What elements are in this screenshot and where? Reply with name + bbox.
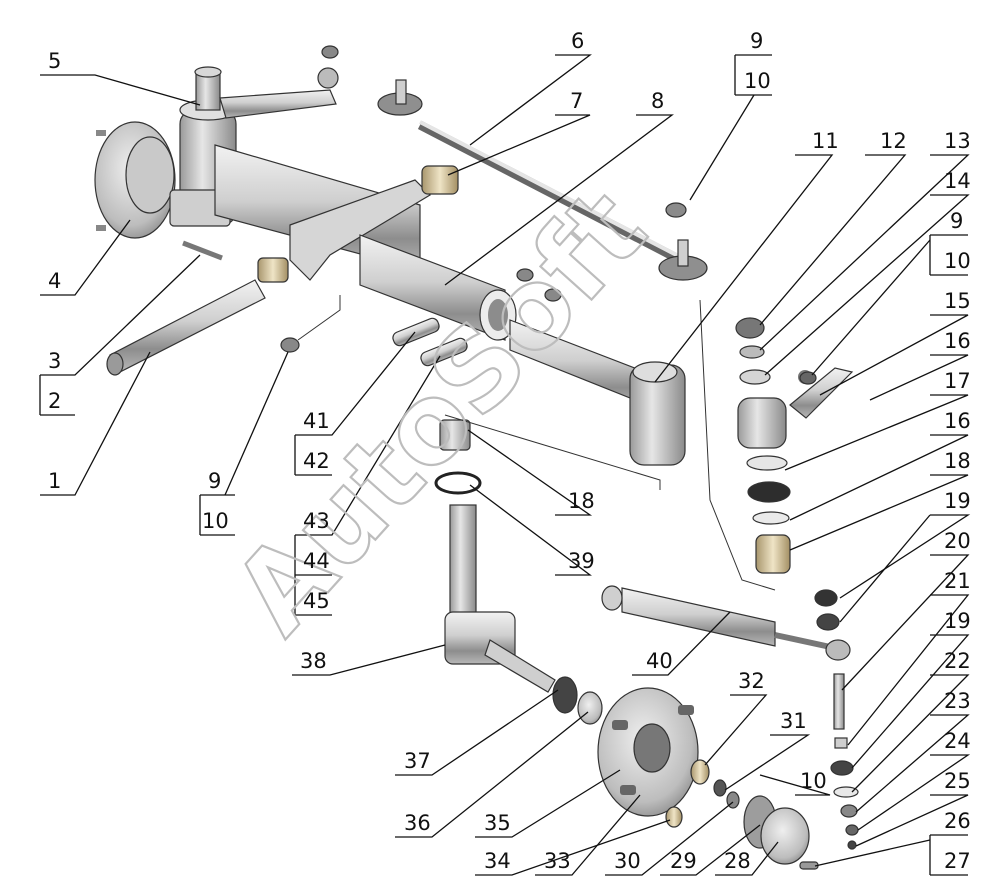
steering-knuckle xyxy=(434,419,556,693)
part-label-l39: 39 xyxy=(568,549,595,573)
part-label-l28: 28 xyxy=(724,849,751,873)
part-label-l36: 36 xyxy=(404,811,431,835)
hydraulic-cylinder xyxy=(601,585,851,661)
part-label-l23: 23 xyxy=(944,689,971,713)
watermark: AutoSoft xyxy=(209,165,670,657)
pin xyxy=(182,240,223,261)
wheel-hub xyxy=(597,687,699,817)
part-label-l44: 44 xyxy=(303,549,330,573)
part-label-l9b: 9 xyxy=(950,209,963,233)
part-label-l6: 6 xyxy=(571,29,584,53)
part-label-l41: 41 xyxy=(303,409,330,433)
part-label-l31: 31 xyxy=(780,709,807,733)
part-label-l5: 5 xyxy=(48,49,61,73)
right-parts-stack xyxy=(735,317,859,870)
steering-housing xyxy=(169,66,237,227)
part-label-l15: 15 xyxy=(944,289,971,313)
part-label-l34: 34 xyxy=(484,849,511,873)
hub-flange-left xyxy=(94,121,176,239)
part-label-l38: 38 xyxy=(300,649,327,673)
part-label-l19a: 19 xyxy=(944,489,971,513)
part-label-l43: 43 xyxy=(303,509,330,533)
part-label-l35: 35 xyxy=(484,811,511,835)
part-label-l13: 13 xyxy=(944,129,971,153)
leader-lines xyxy=(39,54,971,876)
part-label-l42: 42 xyxy=(303,449,330,473)
part-label-l10b: 10 xyxy=(944,249,971,273)
part-label-l12: 12 xyxy=(880,129,907,153)
parts-drawing xyxy=(94,45,859,870)
part-label-l2: 2 xyxy=(48,389,61,413)
part-label-l25: 25 xyxy=(944,769,971,793)
part-label-l29: 29 xyxy=(670,849,697,873)
part-label-l3: 3 xyxy=(48,349,61,373)
part-label-l17: 17 xyxy=(944,369,971,393)
part-label-l32: 32 xyxy=(738,669,765,693)
part-label-l8: 8 xyxy=(651,89,664,113)
hub-cap xyxy=(760,807,810,865)
axle-beam xyxy=(214,144,517,341)
part-label-l26: 26 xyxy=(944,809,971,833)
tie-rod xyxy=(377,79,708,281)
part-label-l9c: 9 xyxy=(208,469,221,493)
part-label-l27: 27 xyxy=(944,849,971,873)
castle-nuts xyxy=(280,45,817,385)
o-ring xyxy=(434,471,482,495)
part-label-l24: 24 xyxy=(944,729,971,753)
bearing xyxy=(577,691,603,725)
part-label-l33: 33 xyxy=(544,849,571,873)
part-label-l9a: 9 xyxy=(750,29,763,53)
part-label-l21: 21 xyxy=(944,569,971,593)
part-label-l1: 1 xyxy=(48,469,61,493)
seal xyxy=(552,676,578,714)
part-label-l7: 7 xyxy=(570,89,583,113)
part-label-l10c: 10 xyxy=(202,509,229,533)
bushing-left xyxy=(257,257,289,283)
part-label-l20: 20 xyxy=(944,529,971,553)
part-label-l16b: 16 xyxy=(944,409,971,433)
axle-shaft xyxy=(106,279,266,376)
part-label-l14: 14 xyxy=(944,169,971,193)
part-label-l18b: 18 xyxy=(568,489,595,513)
part-label-l10d: 10 xyxy=(800,769,827,793)
part-label-l45: 45 xyxy=(303,589,330,613)
part-label-l30: 30 xyxy=(614,849,641,873)
part-label-l19b: 19 xyxy=(944,609,971,633)
steering-arm-top xyxy=(219,89,337,119)
bushing xyxy=(421,165,459,195)
part-label-l40: 40 xyxy=(646,649,673,673)
part-label-l16a: 16 xyxy=(944,329,971,353)
part-label-l11: 11 xyxy=(812,129,839,153)
part-label-l37: 37 xyxy=(404,749,431,773)
part-label-l22: 22 xyxy=(944,649,971,673)
part-label-l4: 4 xyxy=(48,269,61,293)
part-label-l10a: 10 xyxy=(744,69,771,93)
part-label-l18a: 18 xyxy=(944,449,971,473)
